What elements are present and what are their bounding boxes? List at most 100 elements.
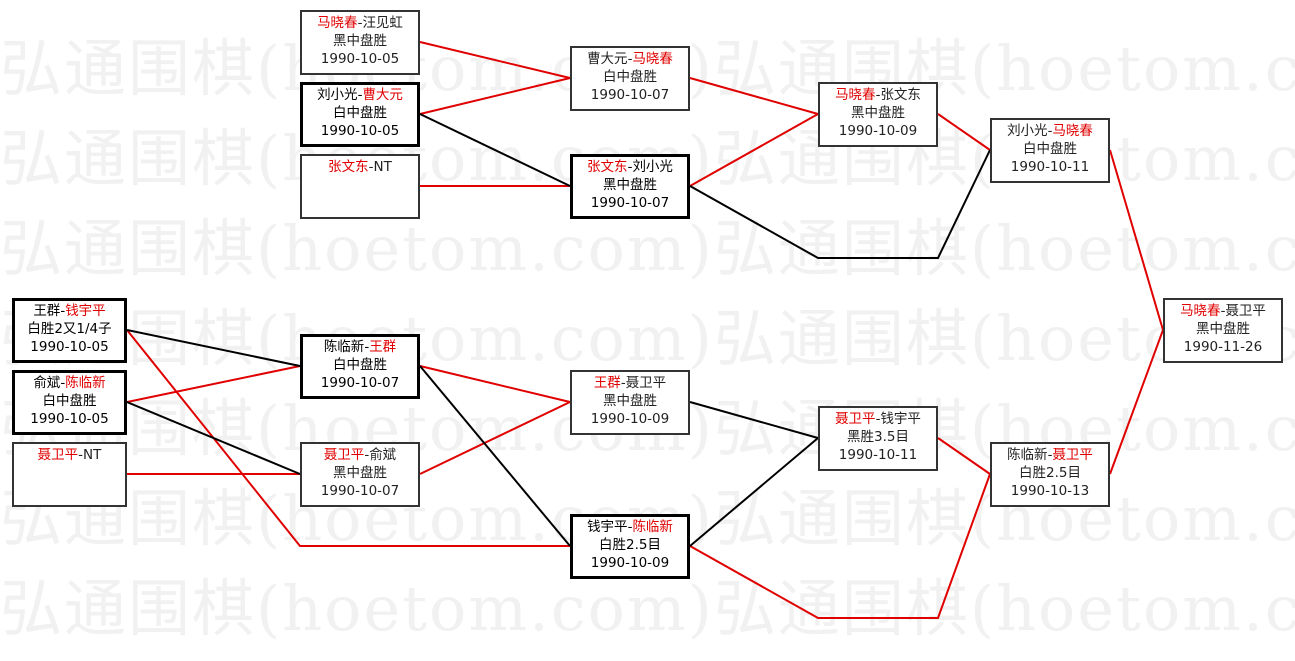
player-1: 曹大元: [587, 51, 628, 67]
line-l2-m1: [126, 365, 301, 403]
match-date: 1990-10-07: [320, 483, 400, 499]
match-box-m2: 聂卫平-俞斌黑中盘胜 1990-10-07: [300, 442, 420, 507]
player-1: 马晓春: [835, 87, 876, 103]
player-2: NT: [83, 447, 102, 463]
line-n2-p1: [689, 473, 991, 619]
match-players: 马晓春-聂卫平: [1165, 302, 1281, 320]
separator: -: [60, 375, 66, 391]
match-date: 1990-10-13: [1010, 483, 1090, 499]
player-2: 汪见虹: [362, 15, 403, 31]
match-date: 1990-10-07: [590, 87, 670, 103]
match-date: 1990-10-09: [838, 123, 918, 139]
player-2: 俞斌: [369, 447, 397, 463]
separator: -: [1047, 447, 1053, 463]
player-1: 钱宇平: [587, 519, 628, 535]
match-result: 黑胜3.5目: [847, 429, 909, 445]
match-box-p1: 陈临新-聂卫平白胜2.5目 1990-10-13: [990, 442, 1110, 507]
match-date: 1990-10-07: [320, 375, 400, 391]
separator: -: [368, 159, 374, 175]
player-2: 陈临新: [65, 375, 106, 391]
watermark-row: 弘通围棋(hoetom.com)弘通围棋(hoetom.com): [0, 302, 1295, 375]
match-result: 白胜2又1/4子: [27, 321, 112, 337]
player-1: 聂卫平: [323, 447, 365, 463]
line-n1-o1: [689, 401, 819, 439]
match-box-b2: 张文东-刘小光黑中盘胜 1990-10-07: [570, 154, 690, 219]
match-players: 聂卫平-俞斌: [302, 446, 418, 464]
match-players: 陈临新-聂卫平: [992, 446, 1108, 464]
separator: -: [357, 15, 363, 31]
line-b2-c1: [689, 113, 819, 187]
match-players: 王群-钱宇平: [15, 302, 124, 320]
player-1: 马晓春: [317, 15, 358, 31]
player-2: 马晓春: [1052, 123, 1093, 139]
player-2: 王群: [369, 339, 397, 355]
line-n2-o1: [689, 437, 819, 547]
match-result: 白胜2.5目: [599, 537, 661, 553]
player-2: 陈临新: [632, 519, 673, 535]
line-c1-d1: [937, 113, 991, 151]
separator: -: [627, 159, 633, 175]
line-a2-b2: [419, 113, 571, 187]
match-result: 黑中盘胜: [603, 177, 657, 193]
line-l1-n2: [126, 329, 570, 547]
match-box-a3: 张文东-NT: [300, 154, 420, 219]
line-a1-b1: [419, 41, 571, 79]
line-p1-final: [1109, 329, 1164, 475]
line-a2-b1: [419, 77, 571, 115]
separator: -: [1220, 303, 1226, 319]
line-m1-n1: [419, 365, 571, 403]
separator: -: [875, 87, 881, 103]
match-date: 1990-10-07: [590, 195, 670, 211]
player-2: 聂卫平: [1052, 447, 1093, 463]
match-players: 聂卫平-钱宇平: [820, 410, 936, 428]
match-date: 1990-10-11: [838, 447, 918, 463]
separator: -: [357, 87, 363, 103]
player-2: 钱宇平: [880, 411, 921, 427]
watermark-row: 弘通围棋(hoetom.com)弘通围棋(hoetom.com): [0, 572, 1295, 645]
match-result: 黑中盘胜: [333, 465, 387, 481]
match-players: 俞斌-陈临新: [15, 374, 124, 392]
match-result: 黑中盘胜: [603, 393, 657, 409]
player-1: 刘小光: [1007, 123, 1048, 139]
match-box-n2: 钱宇平-陈临新白胜2.5目 1990-10-09: [570, 514, 690, 579]
separator: -: [875, 411, 881, 427]
player-1: 陈临新: [323, 339, 365, 355]
match-result: 黑中盘胜: [333, 33, 387, 49]
separator: -: [620, 375, 626, 391]
match-date: 1990-10-05: [320, 51, 400, 67]
match-players: 马晓春-汪见虹: [302, 14, 418, 32]
player-2: 聂卫平: [625, 375, 667, 391]
match-players: 刘小光-马晓春: [992, 122, 1108, 140]
separator: -: [364, 339, 370, 355]
player-2: 钱宇平: [65, 303, 106, 319]
separator: -: [1047, 123, 1053, 139]
match-date: 1990-10-09: [590, 411, 670, 427]
match-date: 1990-10-09: [590, 555, 670, 571]
match-players: 曹大元-马晓春: [572, 50, 688, 68]
match-date: 1990-10-05: [320, 123, 400, 139]
match-players: 张文东-刘小光: [573, 158, 687, 176]
match-date: 1990-11-26: [1183, 339, 1263, 355]
match-players: 聂卫平-NT: [14, 446, 125, 464]
line-l1-m1: [126, 329, 301, 367]
match-date: 1990-10-05: [30, 339, 109, 355]
player-1: 马晓春: [1180, 303, 1221, 319]
match-players: 陈临新-王群: [303, 338, 417, 356]
separator: -: [627, 519, 633, 535]
match-box-l1: 王群-钱宇平白胜2又1/4子 1990-10-05: [12, 298, 127, 363]
player-1: 张文东: [328, 159, 369, 175]
match-box-l3: 聂卫平-NT: [12, 442, 127, 507]
match-result: 白胜2.5目: [1019, 465, 1081, 481]
line-m1-n2: [419, 365, 571, 547]
match-result: 白中盘胜: [42, 393, 97, 409]
player-1: 张文东: [587, 159, 628, 175]
match-result: 白中盘胜: [333, 105, 387, 121]
separator: -: [60, 303, 66, 319]
